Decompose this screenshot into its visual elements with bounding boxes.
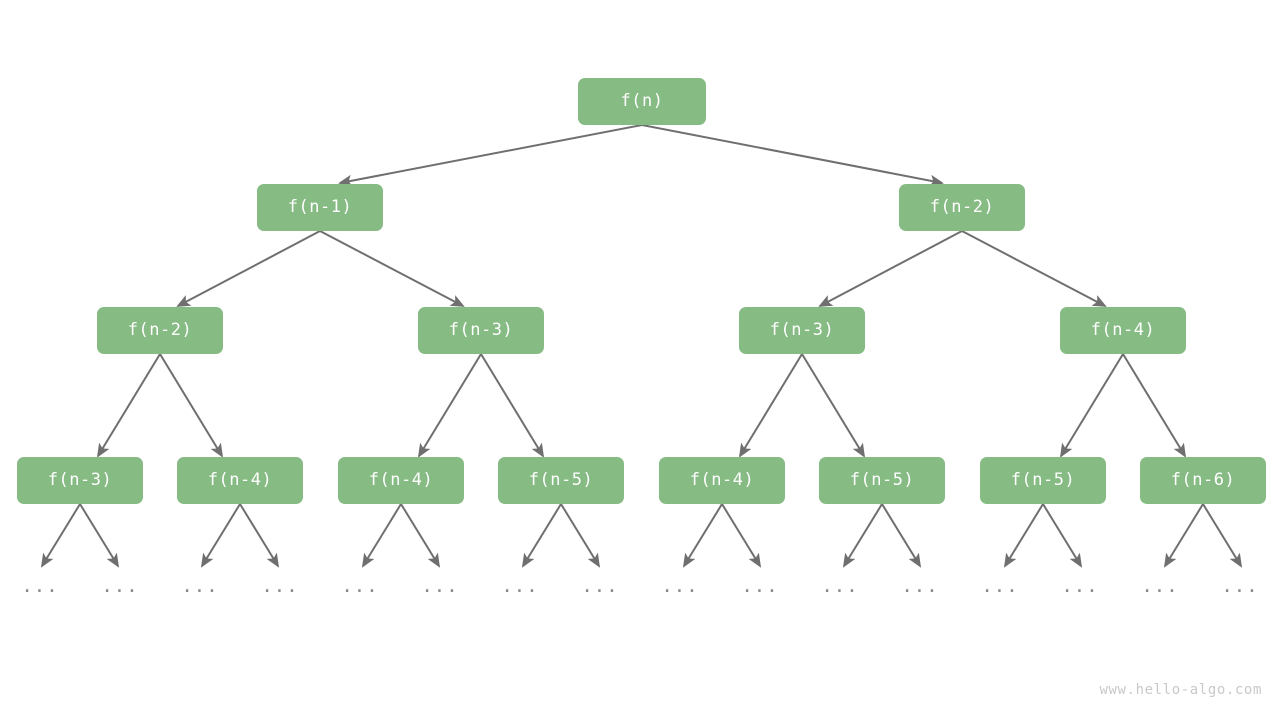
tree-edge xyxy=(361,503,402,568)
tree-edge xyxy=(801,353,866,458)
tree-edge xyxy=(159,353,224,458)
ellipsis-label: ... xyxy=(181,575,219,597)
tree-edge xyxy=(721,503,762,568)
tree-edge xyxy=(1122,353,1187,458)
tree-node: f(n) xyxy=(578,77,706,125)
ellipsis-label: ... xyxy=(1221,575,1259,597)
ellipsis-label: ... xyxy=(1141,575,1179,597)
tree-edge xyxy=(79,503,120,568)
tree-edge xyxy=(1163,503,1204,568)
tree-node: f(n-5) xyxy=(980,456,1106,504)
tree-node: f(n-4) xyxy=(177,456,303,504)
tree-node: f(n-5) xyxy=(819,456,945,504)
tree-edge xyxy=(961,230,1107,307)
tree-node: f(n-3) xyxy=(17,456,143,504)
tree-node: f(n-5) xyxy=(498,456,624,504)
tree-node: f(n-2) xyxy=(899,183,1025,231)
ellipsis-label: ... xyxy=(981,575,1019,597)
ellipsis-label: ... xyxy=(901,575,939,597)
ellipsis-label: ... xyxy=(341,575,379,597)
tree-edge xyxy=(239,503,280,568)
ellipsis-label: ... xyxy=(501,575,539,597)
tree-edge xyxy=(40,503,81,568)
tree-node: f(n-4) xyxy=(659,456,785,504)
tree-edge xyxy=(738,353,803,458)
ellipsis-label: ... xyxy=(21,575,59,597)
tree-edge xyxy=(1202,503,1243,568)
ellipsis-label: ... xyxy=(421,575,459,597)
tree-edge xyxy=(818,230,963,307)
tree-node: f(n-2) xyxy=(97,306,223,354)
ellipsis-label: ... xyxy=(741,575,779,597)
tree-node: f(n-3) xyxy=(418,306,544,354)
tree-edge xyxy=(1042,503,1083,568)
ellipsis-label: ... xyxy=(581,575,619,597)
tree-edge xyxy=(560,503,601,568)
tree-edge xyxy=(200,503,241,568)
tree-node: f(n-6) xyxy=(1140,456,1266,504)
ellipsis-label: ... xyxy=(261,575,299,597)
tree-edges xyxy=(40,124,1243,568)
tree-edge xyxy=(417,353,482,458)
tree-edge xyxy=(521,503,562,568)
tree-edge xyxy=(682,503,723,568)
tree-edge xyxy=(319,230,465,307)
tree-edge xyxy=(96,353,161,458)
ellipsis-label: ... xyxy=(1061,575,1099,597)
watermark-label: www.hello-algo.com xyxy=(1099,682,1262,698)
tree-edge xyxy=(176,230,321,307)
ellipsis-label: ... xyxy=(821,575,859,597)
tree-edge xyxy=(338,124,643,187)
tree-edge xyxy=(842,503,883,568)
tree-node: f(n-4) xyxy=(338,456,464,504)
tree-edge xyxy=(881,503,922,568)
tree-edge xyxy=(1003,503,1044,568)
tree-edge xyxy=(641,124,944,187)
tree-node: f(n-3) xyxy=(739,306,865,354)
tree-edge xyxy=(400,503,441,568)
tree-node: f(n-4) xyxy=(1060,306,1186,354)
tree-node: f(n-1) xyxy=(257,183,383,231)
tree-edge xyxy=(1059,353,1124,458)
ellipsis-label: ... xyxy=(661,575,699,597)
tree-edge xyxy=(480,353,545,458)
ellipsis-label: ... xyxy=(101,575,139,597)
